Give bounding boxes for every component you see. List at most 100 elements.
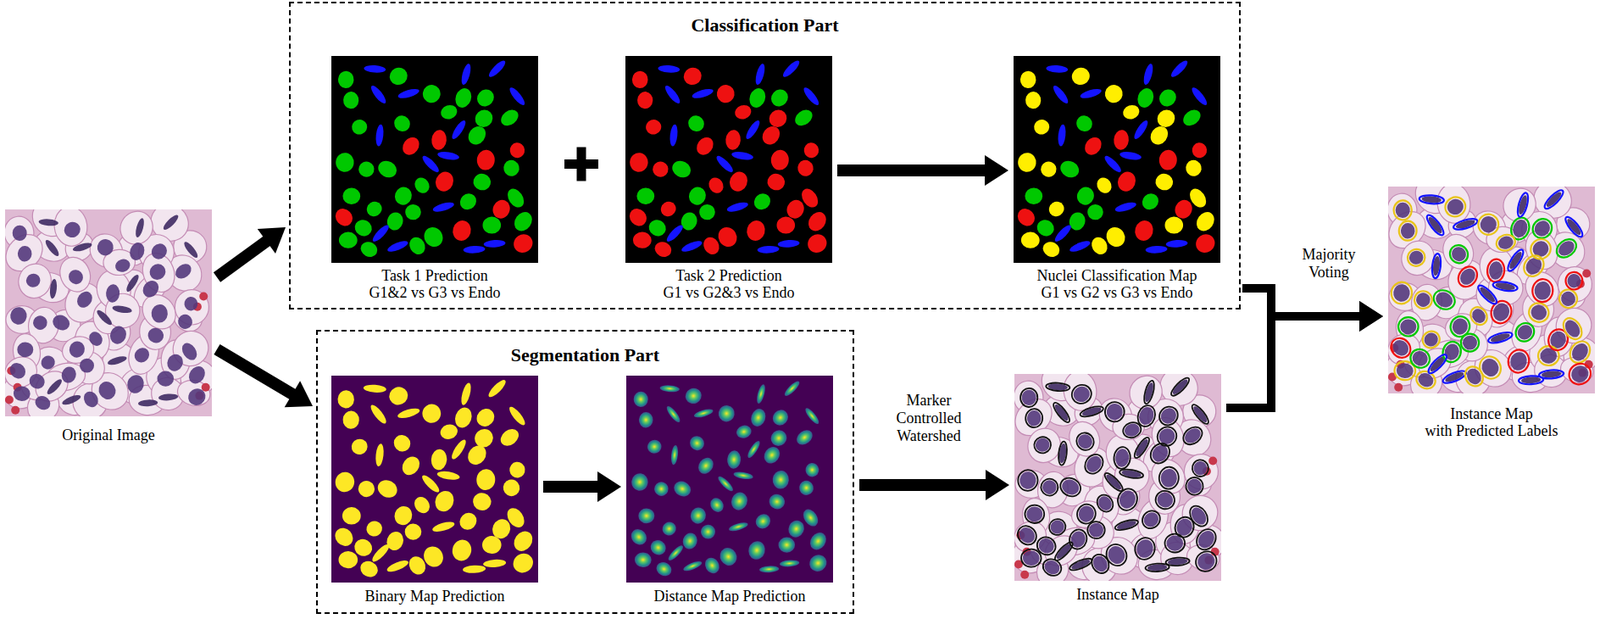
distance-blob xyxy=(683,385,705,407)
instance-outline xyxy=(1020,387,1039,407)
labelled-outline xyxy=(1566,337,1595,367)
nucleus-blob xyxy=(337,389,355,409)
nucleus-blob xyxy=(421,83,442,104)
nucleus-blob xyxy=(631,70,649,89)
nucleus-blob xyxy=(331,523,357,550)
nucleus xyxy=(1157,405,1180,428)
distance-blob xyxy=(728,489,750,513)
red-blood-cell xyxy=(201,383,211,392)
labelled-outline xyxy=(1441,368,1468,386)
nucleus xyxy=(111,304,133,314)
distance-blob xyxy=(755,383,767,405)
nucleus-blob xyxy=(1155,85,1180,110)
clear-cell xyxy=(55,252,96,297)
nucleus-blob xyxy=(349,436,370,456)
nucleus-blob xyxy=(333,470,356,493)
distance-blob xyxy=(797,478,816,497)
instance-outline xyxy=(1088,550,1112,577)
distance-blob xyxy=(805,461,821,478)
instance-outline xyxy=(1072,428,1098,454)
nucleus-blob xyxy=(770,149,790,172)
nucleus-blob xyxy=(399,452,424,478)
nucleus-blob xyxy=(450,218,474,244)
distance-blob xyxy=(805,550,830,574)
nucleus xyxy=(182,239,200,260)
nucleus-blob xyxy=(430,128,448,150)
nucleus-blob xyxy=(1189,85,1210,107)
nucleus-blob xyxy=(483,238,506,248)
nucleus-blob xyxy=(804,230,831,256)
block-arrow xyxy=(216,227,286,278)
nucleus-blob xyxy=(432,200,456,214)
nucleus xyxy=(1194,549,1218,573)
nucleus-blob xyxy=(397,87,421,100)
instance-outline xyxy=(1067,555,1094,573)
nucleus-blob xyxy=(338,231,358,249)
nucleus-blob xyxy=(431,519,456,534)
nucleus-blob xyxy=(714,153,735,174)
nucleus xyxy=(11,224,28,241)
labelled-outline xyxy=(1494,232,1517,253)
instance-outline xyxy=(1189,402,1212,427)
nucleus xyxy=(146,260,169,283)
nucleus xyxy=(1400,318,1417,334)
panel-picture xyxy=(626,375,834,583)
nucleus-blob xyxy=(420,223,446,250)
nucleus-blob xyxy=(392,184,415,207)
nucleus-blob xyxy=(1121,102,1142,121)
nucleus-blob xyxy=(686,184,709,207)
map-ground xyxy=(626,375,834,583)
nucleus xyxy=(38,353,58,373)
nucleus-blob xyxy=(1068,238,1092,255)
nucleus-blob xyxy=(504,185,528,211)
distance-blob xyxy=(785,517,807,540)
nucleus-blob xyxy=(363,517,385,539)
labelled-outline xyxy=(1531,277,1554,303)
distance-blob xyxy=(660,519,679,539)
distance-blob xyxy=(761,443,784,467)
labelled-outline xyxy=(1487,329,1514,345)
distance-blob xyxy=(767,426,790,449)
nucleus-blob xyxy=(471,105,496,131)
labelled-outline xyxy=(1526,234,1555,263)
nucleus-blob xyxy=(1046,199,1067,220)
instance-outline xyxy=(1192,525,1220,554)
labelled-outline xyxy=(1553,235,1580,262)
instance-outline xyxy=(1025,408,1044,428)
labelled-outline xyxy=(1511,319,1539,346)
nucleus xyxy=(1396,362,1414,378)
instance-outline xyxy=(1138,506,1164,532)
nucleus-blob xyxy=(368,83,389,106)
nucleus-blob xyxy=(472,405,498,430)
nucleus-blob xyxy=(1014,205,1039,230)
labelled-outline xyxy=(1505,347,1533,376)
map-ground xyxy=(331,375,539,583)
instance-outline xyxy=(1045,382,1071,392)
nucleus-blob xyxy=(1134,86,1156,111)
instance-outline xyxy=(1038,476,1061,499)
nucleus xyxy=(1533,280,1552,300)
nucleus-blob xyxy=(727,168,751,195)
nucleus-blob xyxy=(375,157,400,181)
nucleus-blob xyxy=(1132,118,1150,141)
nucleus-blob xyxy=(652,238,675,261)
nucleus-blob xyxy=(486,58,507,79)
nucleus-blob xyxy=(1038,159,1059,180)
distance-blob xyxy=(777,536,795,553)
distance-blob xyxy=(783,378,802,398)
nucleus-blob xyxy=(342,506,362,525)
nucleus xyxy=(178,339,200,362)
nucleus-blob xyxy=(342,410,360,429)
instance-outline xyxy=(1074,501,1099,527)
red-blood-cell xyxy=(11,405,20,415)
nucleus-blob xyxy=(462,244,485,254)
group-title: Segmentation Part xyxy=(317,343,853,367)
nucleus-blob xyxy=(714,223,740,250)
distance-blob xyxy=(638,507,655,523)
labelled-outline xyxy=(1431,253,1443,279)
nucleus xyxy=(73,288,95,311)
image-panel: Distance Map Prediction xyxy=(626,375,834,605)
nucleus-blob xyxy=(386,383,412,408)
instance-outline xyxy=(1112,445,1131,469)
labelled-outline xyxy=(1398,220,1417,241)
